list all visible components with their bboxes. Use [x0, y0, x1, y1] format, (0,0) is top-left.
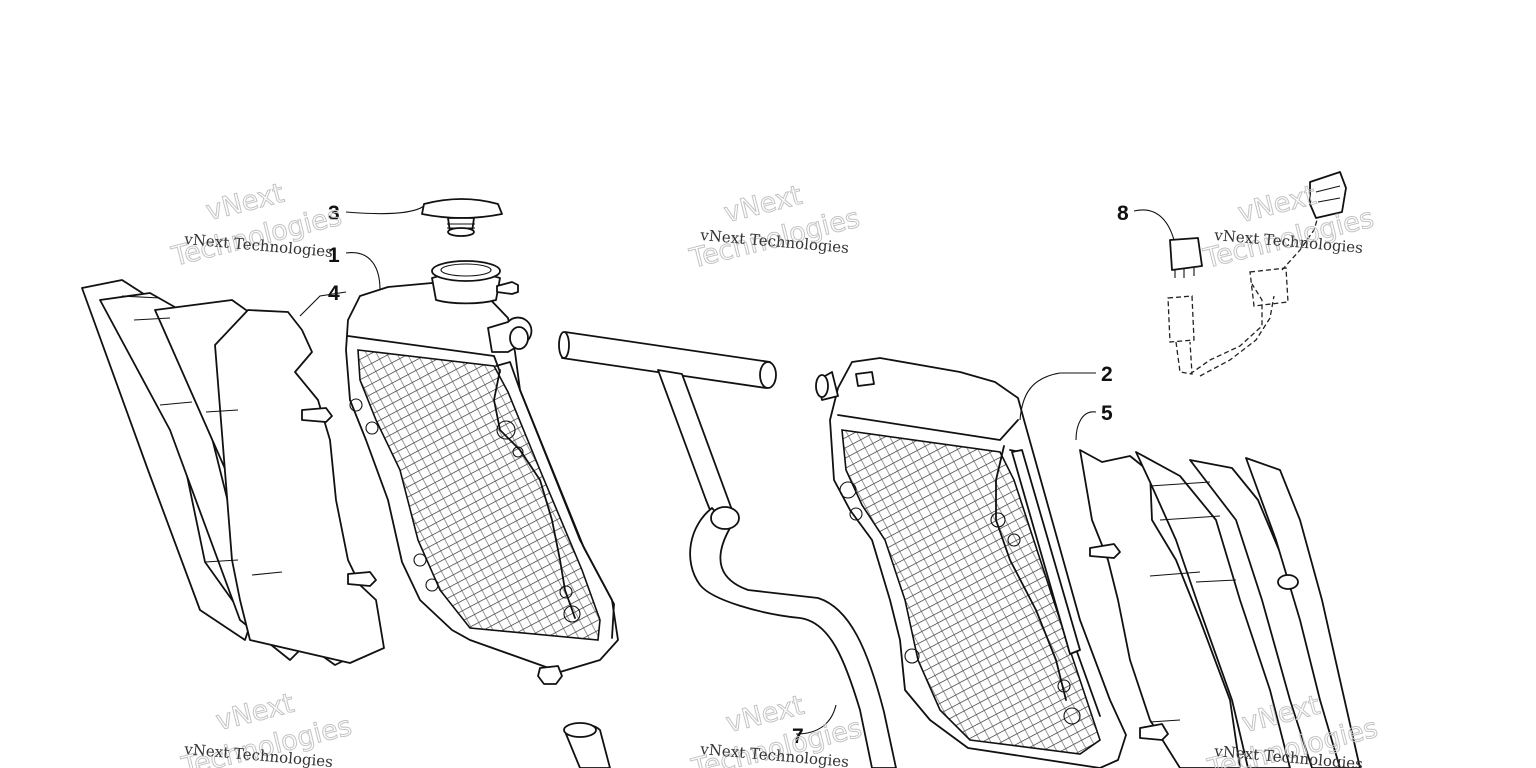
watermark-top-right: vNext Technologies [1200, 179, 1378, 275]
callout-2: 2 [1101, 363, 1113, 386]
left-radiator[interactable] [345, 260, 619, 685]
leader-lines [299, 205, 1175, 735]
right-shroud-louver[interactable] [1079, 449, 1361, 768]
callout-4: 4 [328, 282, 340, 305]
callout-1: 1 [328, 244, 340, 267]
callout-8: 8 [1117, 202, 1129, 225]
callout-7: 7 [792, 725, 804, 748]
crossbar-tube[interactable] [558, 331, 777, 531]
callout-3: 3 [328, 202, 340, 225]
relay-assembly[interactable] [1167, 171, 1347, 377]
right-radiator[interactable] [815, 357, 1127, 768]
watermark-top-center: vNext Technologies [686, 179, 864, 275]
left-shroud-louver[interactable] [81, 279, 385, 666]
callout-5: 5 [1101, 402, 1113, 425]
radiator-cap[interactable] [421, 198, 503, 237]
coolant-hose[interactable] [563, 506, 897, 768]
callout-labels: 1 2 3 4 5 7 8 [328, 202, 1129, 748]
